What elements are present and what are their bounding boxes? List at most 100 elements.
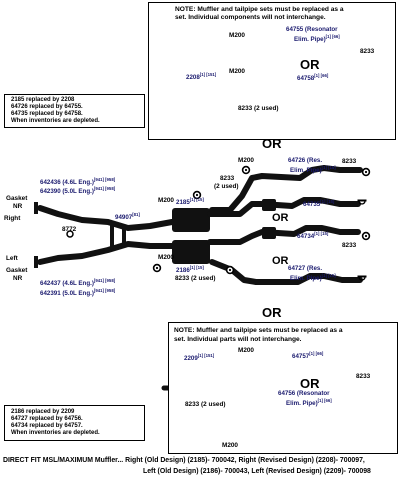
gasket-left xyxy=(34,256,38,268)
label-right: Right xyxy=(4,215,21,222)
replaced-top-line4: When inventories are depleted. xyxy=(11,118,100,125)
part-64727-refs: [1] [15] xyxy=(321,273,336,278)
gasket-nr-top-2: NR xyxy=(13,203,23,210)
clamp-8772 xyxy=(66,230,74,238)
part-2209: 2209[1] [151] xyxy=(184,353,215,363)
replaced-note-top: 2185 replaced by 2208 64726 replaced by … xyxy=(4,94,145,128)
part-642436-refs: [941] [958] xyxy=(93,177,116,182)
part-64735-refs: [1] [15] xyxy=(320,199,335,204)
or-label-small-1: OR xyxy=(272,212,289,224)
gasket-nr-top: Gasket xyxy=(6,195,28,202)
part-64734-label: 64734 xyxy=(297,233,315,241)
replaced-top-line1: 2185 replaced by 2208 xyxy=(11,97,75,103)
or-label-top-box: OR xyxy=(300,57,320,72)
part-94907-refs: [81] xyxy=(132,212,140,217)
gasket-nr-bot-2: NR xyxy=(13,275,23,282)
clamp-8233-2used-label-a: 8233 xyxy=(220,175,235,182)
part-64757-label: 64757 xyxy=(292,353,310,361)
part-94907-label: 94907 xyxy=(115,214,133,222)
part-64755-refs: [1] [66] xyxy=(325,34,340,39)
part-64756-b-label: Elim. Pipe) xyxy=(286,400,318,408)
part-64758: 64758[1] [66] xyxy=(297,73,329,82)
part-64734-refs: [1] [15] xyxy=(314,231,329,236)
part-2208: 2208[1] [151] xyxy=(186,72,217,82)
part-64726-b: Elim. Pipe)[1] [15] xyxy=(290,165,336,175)
m200-label-bottom: M200 xyxy=(238,347,254,354)
y-pipe xyxy=(37,205,175,265)
m200-label-top-a: M200 xyxy=(229,32,245,39)
replaced-note-bottom: 2186 replaced by 2209 64727 replaced by … xyxy=(4,405,145,441)
clamp-8233-bottom-a: 8233 xyxy=(356,373,371,380)
m200-label-mid-top: M200 xyxy=(238,157,254,164)
clamp-8233-label-r2: 8233 xyxy=(342,242,357,249)
part-642391-label: 642391 (5.0L Eng.) xyxy=(40,290,94,298)
part-64756-refs: [1] [66] xyxy=(317,398,332,403)
clamp-8233-2used-label-a2: (2 used) xyxy=(214,183,239,190)
part-2209-refs: [1] [151] xyxy=(197,353,215,358)
part-64727: 64727 (Res. xyxy=(288,265,323,272)
m200-label-top-b: M200 xyxy=(229,68,245,75)
part-64757: 64757[1] [66] xyxy=(292,351,323,361)
muffler-2185 xyxy=(172,208,210,232)
m200-label-mid-low: M200 xyxy=(158,254,174,261)
replaced-bottom-line2: 64727 replaced by 64756. xyxy=(11,416,83,423)
part-2186: 2186[1] [15] xyxy=(176,265,204,275)
part-2208-label: 2208 xyxy=(186,74,200,82)
part-64756: 64756 (Resonator xyxy=(278,390,330,397)
part-2185: 2185[1] [15] xyxy=(176,197,204,206)
top-note-line2: set. Individual components will not inte… xyxy=(175,14,326,21)
or-label-big-1: OR xyxy=(262,136,282,151)
clamp-8772-label: 8772 xyxy=(62,226,77,233)
top-note-box xyxy=(148,2,396,140)
resonator-64735 xyxy=(262,199,276,211)
or-label-small-2: OR xyxy=(272,255,289,267)
bottom-note-line2: set. Individual parts will not interchan… xyxy=(174,336,302,343)
replaced-bottom-line4: When inventories are depleted. xyxy=(11,430,100,437)
part-642391: 642391 (5.0L Eng.)[941] [958] xyxy=(40,288,116,298)
or-label-big-2: OR xyxy=(262,305,282,320)
part-94907: 94907[81] xyxy=(115,212,140,222)
part-642390-refs: [941] [958] xyxy=(93,186,116,191)
part-2209-label: 2209 xyxy=(184,355,198,363)
middle-tailpipes xyxy=(207,165,363,285)
resonator-64734 xyxy=(262,227,276,239)
muffler-2186 xyxy=(172,240,210,264)
part-64735: 64735[1] [15] xyxy=(303,199,335,209)
part-642437: 642437 (4.6L Eng.)[941] [958] xyxy=(40,278,116,287)
clamp-8233-label-a: 8233 xyxy=(360,48,375,55)
part-642436: 642436 (4.6L Eng.)[941] [958] xyxy=(40,177,116,187)
replaced-bottom-line1: 2186 replaced by 2209 xyxy=(11,409,75,415)
clamp-8233-label-b: 8233 (2 used) xyxy=(238,105,279,112)
clamp-8233-bottom-b: 8233 (2 used) xyxy=(185,401,226,408)
part-64734: 64734[1] [15] xyxy=(297,231,329,241)
part-642390: 642390 (5.0L Eng.)[941] [958] xyxy=(40,186,116,196)
or-label-bottom-box: OR xyxy=(300,376,320,391)
gasket-nr-bot: Gasket xyxy=(6,267,28,274)
part-64755: 64755 (Resonator xyxy=(286,26,338,33)
part-64726-refs: [1] [15] xyxy=(321,165,336,170)
part-64726: 64726 (Res. xyxy=(288,157,323,164)
part-642390-label: 642390 (5.0L Eng.) xyxy=(40,188,94,196)
label-left: Left xyxy=(6,255,18,262)
part-64727-b-label: Elim. Pipe) xyxy=(290,275,322,283)
part-64755-b-label: Elim. Pipe) xyxy=(294,36,326,44)
part-2185-refs: [1] [15] xyxy=(189,197,204,202)
part-642437-refs: [941] [958] xyxy=(93,278,116,283)
top-note-line1: NOTE: Muffler and tailpipe sets must be … xyxy=(175,6,344,13)
part-64755-b: Elim. Pipe)[1] [66] xyxy=(294,34,340,44)
part-2208-refs: [1] [151] xyxy=(199,72,217,77)
part-64726-b-label: Elim. Pipe) xyxy=(290,167,322,175)
part-64735-label: 64735 xyxy=(303,201,321,209)
replaced-top-line3: 64735 replaced by 64758. xyxy=(11,111,83,118)
bottom-note-line1: NOTE: Muffler and tailpipe sets must be … xyxy=(174,327,343,334)
part-64758-refs: [1] [66] xyxy=(314,73,329,78)
part-642391-refs: [941] [958] xyxy=(93,288,116,293)
footer-line2: Left (Old Design) (2186)- 700043, Left (… xyxy=(143,468,371,475)
bottom-note-box xyxy=(168,322,398,454)
part-642436-label: 642436 (4.6L Eng.) xyxy=(40,179,94,187)
part-2186-label: 2186 xyxy=(176,267,190,275)
replaced-bottom-line3: 64734 replaced by 64757. xyxy=(11,423,83,430)
part-64727-b: Elim. Pipe)[1] [15] xyxy=(290,273,336,283)
part-64756-b: Elim. Pipe)[1] [66] xyxy=(286,398,332,408)
clamp-8233-label-r1: 8233 xyxy=(342,158,357,165)
